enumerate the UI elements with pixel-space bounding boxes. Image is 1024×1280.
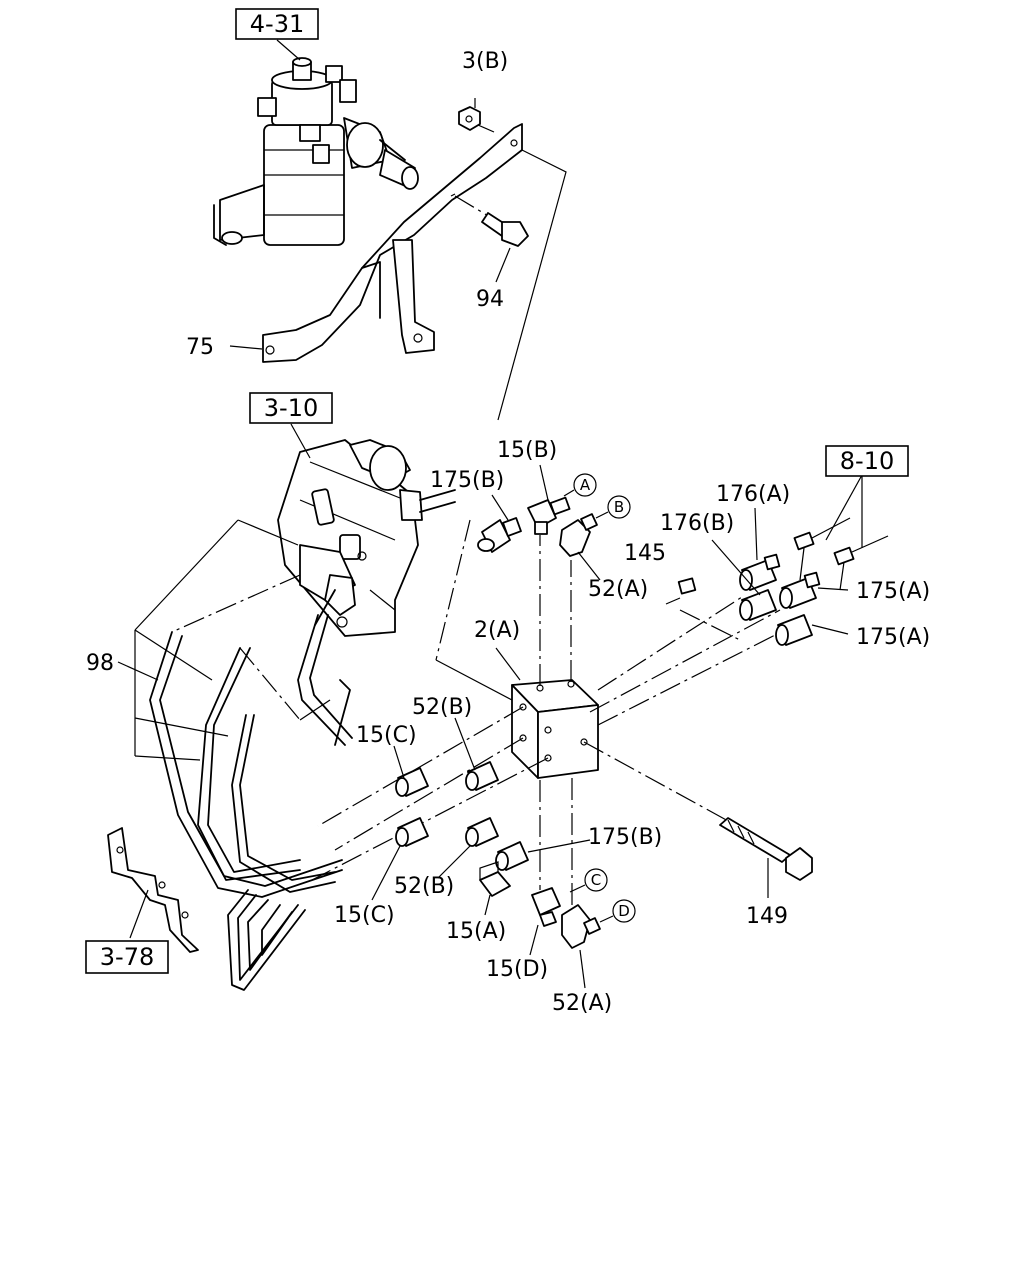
label-75: 75	[186, 335, 214, 360]
reference-label-3-78: 3-78	[100, 943, 154, 971]
label-15c-bottom: 15(C)	[334, 903, 395, 928]
reference-label-8-10: 8-10	[840, 447, 894, 475]
leader-75	[229, 345, 263, 350]
label-175b-bottom: 175(B)	[588, 825, 662, 850]
leader-3-10	[290, 423, 311, 459]
reference-label-3-10: 3-10	[264, 394, 318, 422]
label-3b: 3(B)	[462, 49, 508, 74]
pedal-bracket-assembly	[277, 439, 456, 637]
leaders-98	[117, 519, 331, 761]
circle-marker-c-label: C	[591, 871, 601, 889]
circle-marker-a: A	[563, 473, 597, 497]
centerlines	[311, 519, 786, 910]
label-15a: 15(A)	[446, 919, 506, 944]
leader-4-31	[276, 39, 301, 61]
label-15d: 15(D)	[486, 957, 548, 982]
bracket-3-78	[107, 827, 199, 953]
bracket-75	[262, 123, 523, 363]
circle-marker-d-label: D	[618, 902, 630, 920]
fittings-right-group	[711, 474, 889, 646]
label-15b: 15(B)	[497, 438, 557, 463]
reference-label-4-31: 4-31	[250, 10, 304, 38]
bolt-94	[481, 212, 529, 283]
circle-marker-b: B	[595, 495, 631, 519]
reference-box-4-31[interactable]: 4-31	[235, 8, 319, 40]
label-94: 94	[476, 287, 504, 312]
label-2a: 2(A)	[474, 618, 520, 643]
nut-3b	[458, 98, 495, 133]
leader-bracket-to-junction	[497, 149, 567, 421]
reference-box-3-10[interactable]: 3-10	[249, 392, 333, 424]
fittings-bottom-group	[479, 839, 601, 989]
part-labels: 3(B) 94 75 15(B) 175(B) 176(A) 176(B) 14…	[86, 49, 930, 1016]
reference-box-8-10[interactable]: 8-10	[825, 445, 909, 477]
label-52b-bottom: 52(B)	[394, 874, 454, 899]
circle-marker-d: D	[599, 899, 636, 923]
label-175a-1: 175(A)	[856, 579, 930, 604]
label-175b-top: 175(B)	[430, 468, 504, 493]
label-176a: 176(A)	[716, 482, 790, 507]
junction-block-2a	[495, 647, 599, 779]
circle-marker-b-label: B	[614, 498, 624, 516]
label-15c-top: 15(C)	[356, 723, 417, 748]
label-145: 145	[624, 541, 666, 566]
label-175a-2: 175(A)	[856, 625, 930, 650]
fittings-top-group	[477, 464, 697, 605]
label-149: 149	[746, 904, 788, 929]
label-52b-top: 52(B)	[412, 695, 472, 720]
bolt-149	[719, 817, 813, 898]
label-52a-bottom: 52(A)	[552, 991, 612, 1016]
circle-marker-c: C	[569, 868, 608, 893]
circle-marker-a-label: A	[580, 476, 591, 494]
fittings-front-group	[371, 717, 499, 901]
brake-pipes-98	[149, 589, 353, 991]
label-52a-top: 52(A)	[588, 577, 648, 602]
master-cylinder-assembly	[213, 57, 419, 246]
label-176b: 176(B)	[660, 511, 734, 536]
reference-box-3-78[interactable]: 3-78	[85, 940, 169, 974]
label-98: 98	[86, 651, 114, 676]
